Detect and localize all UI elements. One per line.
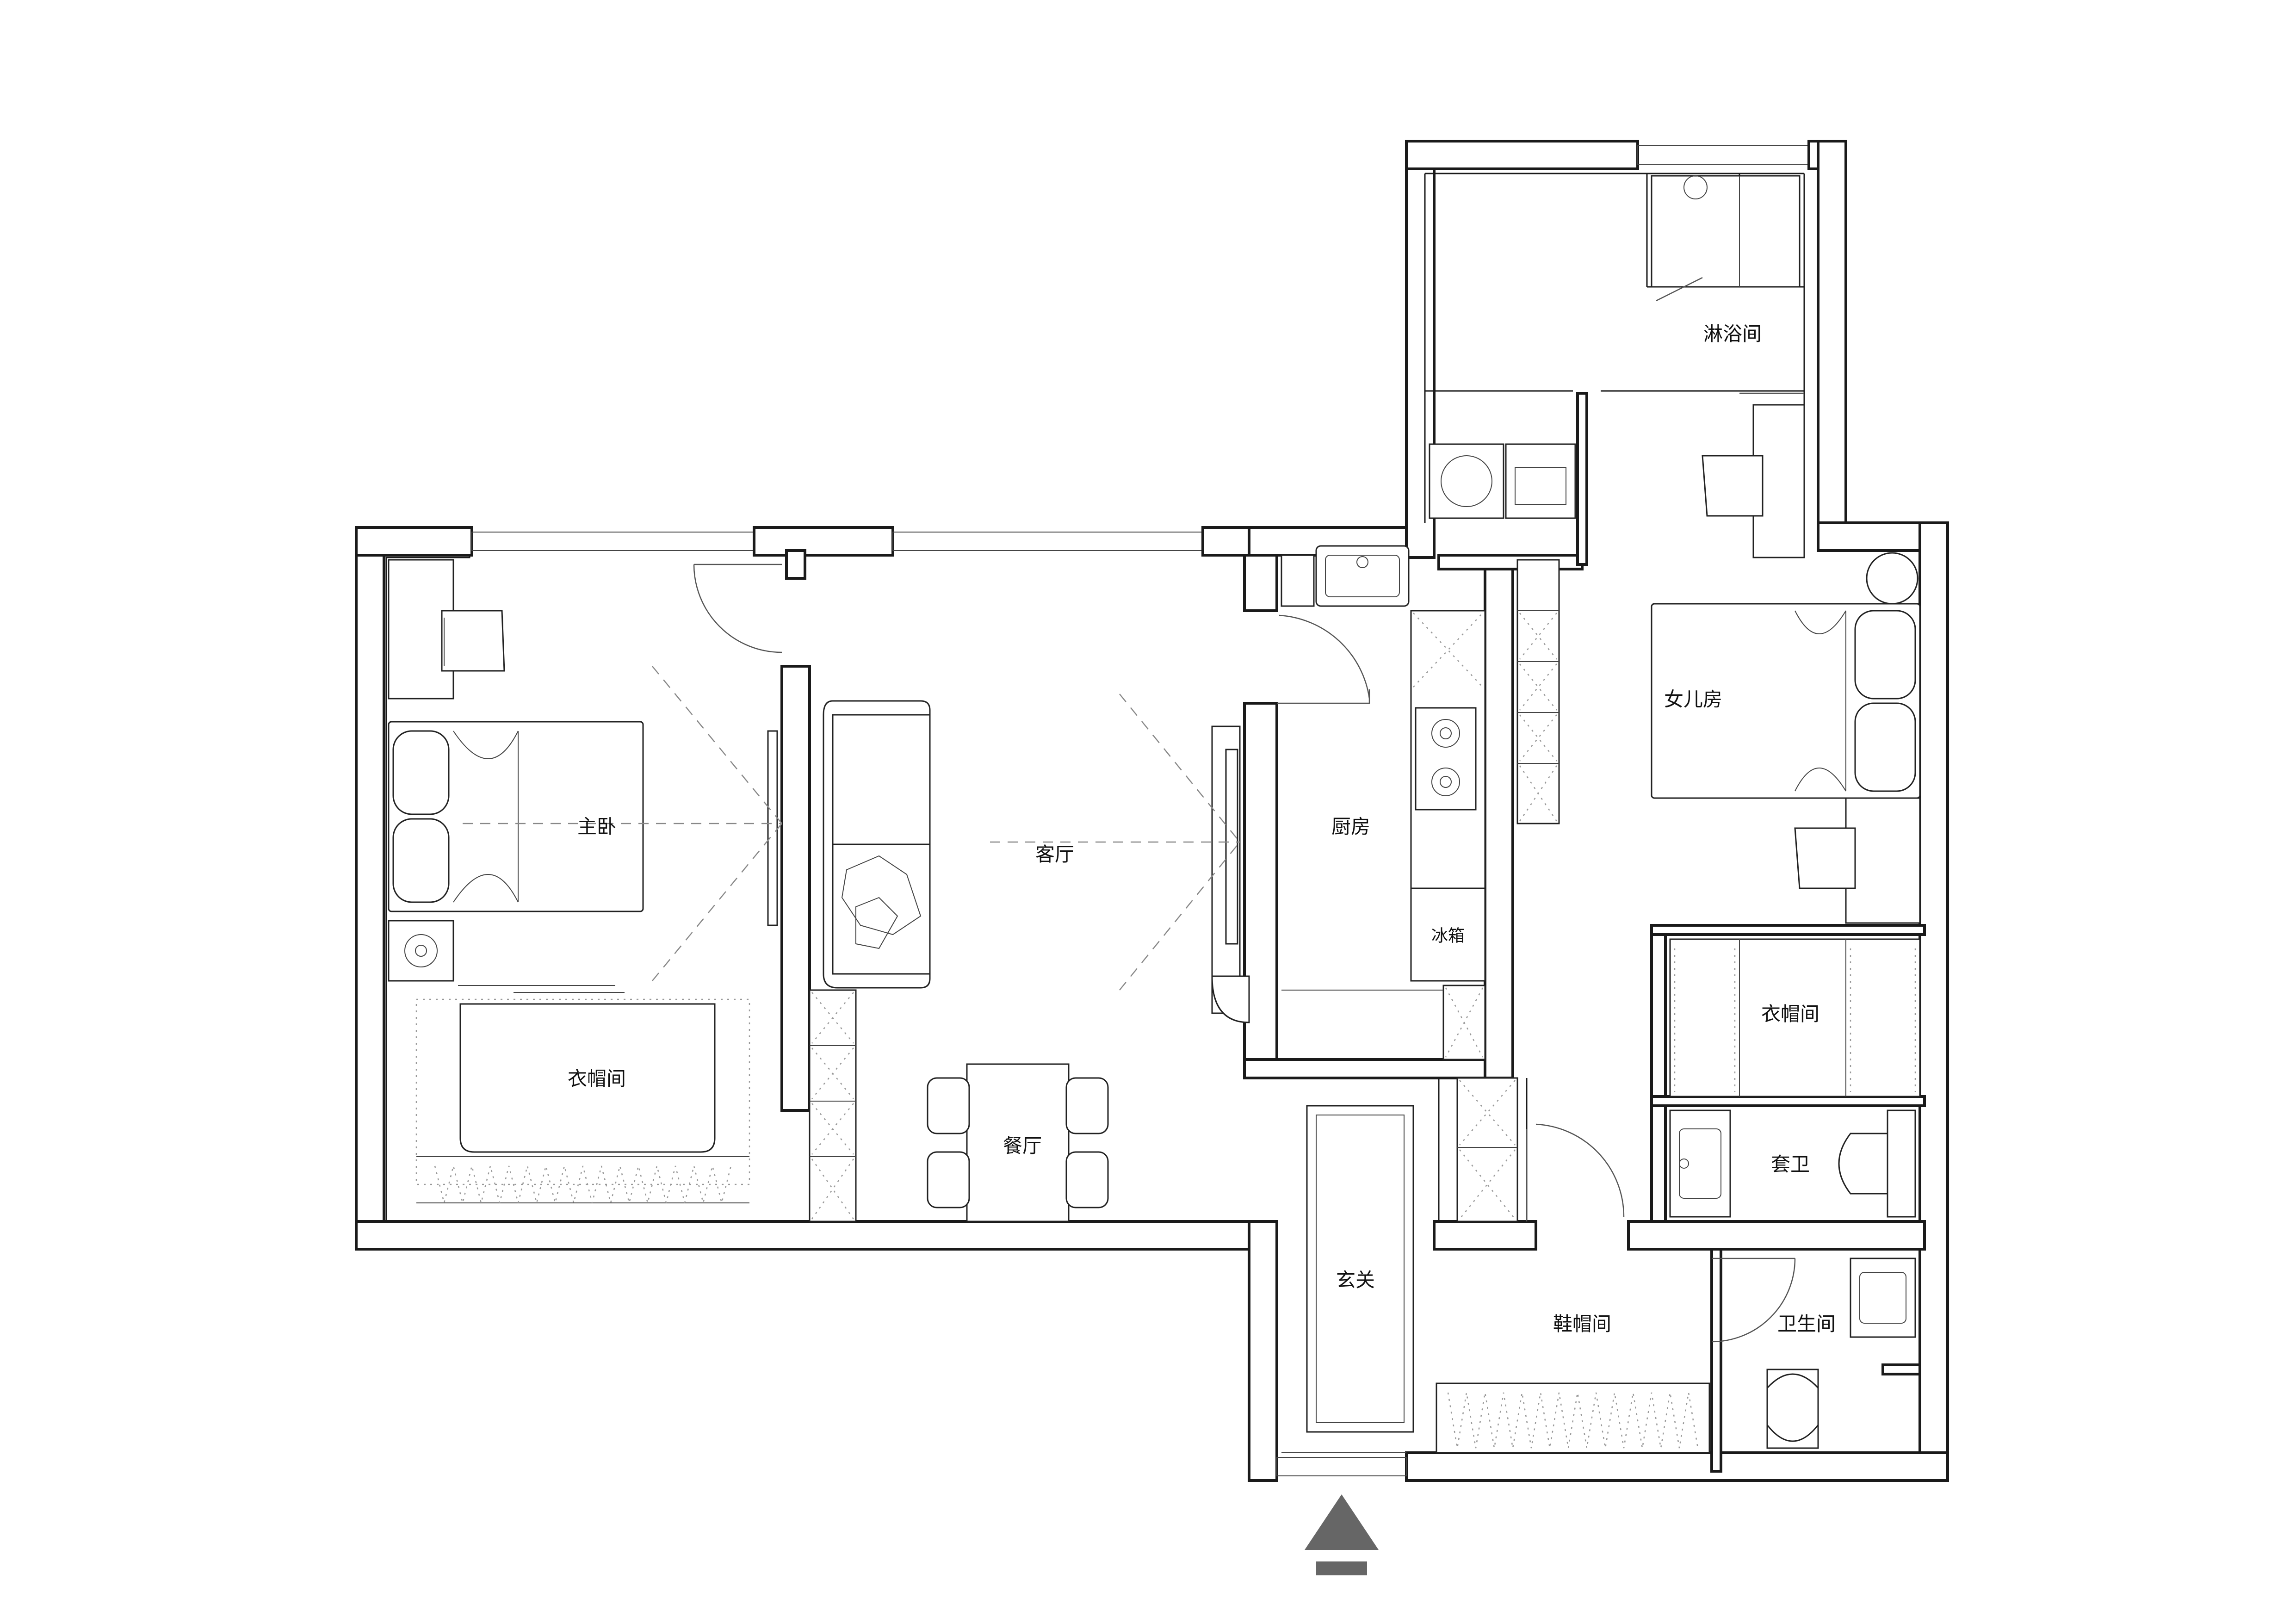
- pillow-2: [1854, 702, 1916, 792]
- north-annex: 淋浴间: [1429, 175, 1805, 558]
- daughter-room: 女儿房: [1651, 552, 1921, 924]
- toilet-sink: [1850, 1258, 1916, 1338]
- kitchen-door[interactable]: [1277, 614, 1370, 704]
- stove: [1415, 707, 1477, 811]
- shower-head-icon: [1683, 175, 1708, 199]
- chair: [1065, 1077, 1109, 1134]
- kitchen-label: 厨房: [1331, 816, 1370, 837]
- shower-room-label: 淋浴间: [1703, 323, 1762, 345]
- toilet-door[interactable]: [1711, 1258, 1796, 1343]
- ensuite-bath: 套卫: [1669, 1109, 1916, 1218]
- corridor-door[interactable]: [1526, 1123, 1625, 1221]
- chair: [1065, 1151, 1109, 1208]
- daughter-room-label: 女儿房: [1664, 688, 1722, 710]
- nightstand-lamp: [388, 920, 454, 982]
- ensuite-toilet-bowl: [1838, 1133, 1888, 1195]
- entrance-arrow-icon: [1305, 1494, 1379, 1575]
- shoe-cabinet: [1436, 1382, 1710, 1454]
- daughter-closet-label: 衣帽间: [1761, 1003, 1819, 1025]
- plant-icon: [1866, 552, 1918, 605]
- washing-machine: [1429, 443, 1504, 519]
- master-bedroom-label: 主卧: [577, 816, 616, 837]
- shoe-room: 鞋帽间: [1436, 1313, 1710, 1454]
- chair: [927, 1077, 970, 1134]
- laundry-sink: [1505, 443, 1576, 519]
- desk-chair: [441, 610, 505, 672]
- toilet-room: 卫生间: [1711, 1258, 1916, 1449]
- pillow-2: [392, 818, 450, 903]
- study-chair: [1794, 827, 1856, 889]
- master-closet: 衣帽间: [415, 985, 750, 1203]
- ensuite-sink: [1669, 1109, 1731, 1218]
- shower-cabinet: [1651, 175, 1801, 288]
- sink-counter: [1315, 545, 1410, 607]
- dining-table: [966, 1063, 1070, 1222]
- double-bed: [388, 721, 644, 912]
- side-shelf: [1845, 797, 1921, 924]
- living-room: 客厅: [823, 694, 1250, 1023]
- foyer: 玄关: [1281, 1105, 1414, 1453]
- tv-wall-panel: [767, 730, 778, 926]
- single-bed: [1651, 603, 1921, 799]
- ensuite-toilet-tank: [1887, 1109, 1916, 1218]
- living-room-label: 客厅: [1035, 843, 1074, 865]
- ensuite-bath-label: 套卫: [1771, 1153, 1810, 1175]
- master-closet-label: 衣帽间: [568, 1068, 626, 1090]
- vanity-chair: [1702, 455, 1764, 517]
- pillow-1: [1854, 610, 1916, 700]
- toilet-label: 卫生间: [1777, 1313, 1836, 1335]
- cushion-icon: [841, 855, 922, 949]
- pillow-1: [392, 730, 450, 815]
- master-bedroom: 主卧: [388, 559, 782, 982]
- shoe-room-label: 鞋帽间: [1553, 1313, 1611, 1335]
- fridge-label: 冰箱: [1431, 926, 1465, 945]
- dining-room: 餐厅: [809, 989, 1109, 1222]
- master-bedroom-door[interactable]: [693, 564, 782, 653]
- entry-cabinet: [1306, 1105, 1414, 1433]
- kitchen: 冰箱 厨房: [1277, 545, 1486, 1060]
- fridge: [1410, 887, 1486, 982]
- daughter-closet: 衣帽间: [1669, 938, 1921, 1097]
- storage-cabinet: [809, 989, 857, 1222]
- foyer-label: 玄关: [1336, 1269, 1375, 1291]
- dining-room-label: 餐厅: [1003, 1135, 1042, 1157]
- interior-walls: [780, 173, 1926, 1473]
- chair: [927, 1151, 970, 1208]
- corridor-cabinets: [1456, 559, 1625, 1222]
